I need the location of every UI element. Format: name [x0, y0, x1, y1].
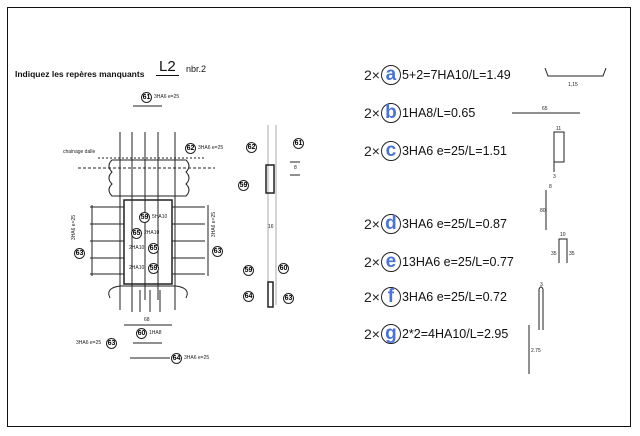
bar-spec: 5+2=7HA10/L=1.49 [401, 68, 511, 82]
mark-62-text: 3HA6 e=25 [198, 145, 224, 151]
mark-59: 59 [139, 212, 150, 223]
mark-65b-text: 2HA10 [129, 245, 145, 251]
section-mark-63: 63 [283, 293, 294, 304]
page-frame [7, 7, 631, 427]
dim-8: 8 [294, 165, 297, 171]
mark-63-bottom: 63 [106, 338, 117, 349]
section-mark-62: 62 [246, 142, 257, 153]
chainage-label: chainage dalle [63, 149, 96, 155]
mark-61: 61 [141, 92, 152, 103]
dim-b: 65 [542, 106, 548, 112]
dim-e-top: 10 [560, 232, 566, 238]
mark-59-text: 5HA10 [152, 214, 168, 220]
section-mark-60: 60 [278, 263, 289, 274]
mark-62: 62 [185, 143, 196, 154]
mark-63-left: 63 [74, 248, 85, 259]
mark-64: 64 [171, 353, 182, 364]
mark-61-text: 3HA6 e=25 [154, 94, 180, 100]
letter-badge: a [380, 65, 401, 85]
mark-60-text: 1HA8 [149, 330, 162, 336]
section-mark-59: 59 [238, 180, 249, 191]
dim-e-right: 35 [569, 251, 575, 257]
dim-d-hook: 8 [549, 184, 552, 190]
dim-g: 2.75 [531, 348, 541, 354]
dim-a: 1,15 [568, 82, 578, 88]
bar-spec: 2*2=4HA10/L=2.95 [401, 327, 509, 341]
dim-d: 80 [540, 208, 546, 214]
mark-63-left-text: 3HA6 e=25 [71, 214, 78, 241]
part-label: L2 [156, 58, 179, 76]
mark-63-right-text: 3HA6 e=25 [211, 211, 218, 238]
multiplier: 2× [364, 67, 380, 83]
letter-badge: g [380, 324, 401, 344]
section-mark-59b: 59 [243, 265, 254, 276]
dim-68: 68 [144, 317, 150, 323]
letter-badge: d [380, 214, 401, 234]
dim-c-bottom: 3 [553, 174, 556, 180]
bar-spec: 3HA6 e=25/L=0.87 [401, 217, 507, 231]
mark-64-text: 3HA6 e=25 [184, 355, 210, 361]
instruction-text: Indiquez les repères manquants [15, 69, 145, 79]
multiplier: 2× [364, 289, 380, 305]
letter-badge: c [380, 141, 401, 161]
bar-spec: 13HA6 e=25/L=0.77 [401, 255, 514, 269]
mark-60: 60 [136, 328, 147, 339]
part-count: nbr.2 [186, 64, 207, 74]
bar-spec: 1HA8/L=0.65 [401, 106, 476, 120]
dim-f: 3 [540, 282, 543, 288]
mark-59b: 59 [148, 263, 159, 274]
multiplier: 2× [364, 216, 380, 232]
mark-63-right: 63 [212, 246, 223, 257]
letter-badge: f [380, 287, 401, 307]
mark-59b-text: 2HA10 [129, 265, 145, 271]
section-mark-64: 64 [243, 291, 254, 302]
bar-spec: 3HA6 e=25/L=1.51 [401, 144, 507, 158]
multiplier: 2× [364, 326, 380, 342]
section-mark-61: 61 [293, 138, 304, 149]
dim-e-left: 35 [551, 251, 557, 257]
dim-16: 16 [268, 224, 274, 230]
bar-spec: 3HA6 e=25/L=0.72 [401, 290, 507, 304]
mark-65: 65 [131, 228, 142, 239]
mark-65b: 65 [148, 243, 159, 254]
mark-65-text: 2HA10 [144, 230, 160, 236]
letter-badge: b [380, 103, 401, 123]
multiplier: 2× [364, 105, 380, 121]
multiplier: 2× [364, 254, 380, 270]
mark-63-bottom-text: 3HA6 e=25 [76, 340, 102, 346]
letter-badge: e [380, 252, 401, 272]
dim-c-top: 11 [556, 126, 561, 132]
multiplier: 2× [364, 143, 380, 159]
